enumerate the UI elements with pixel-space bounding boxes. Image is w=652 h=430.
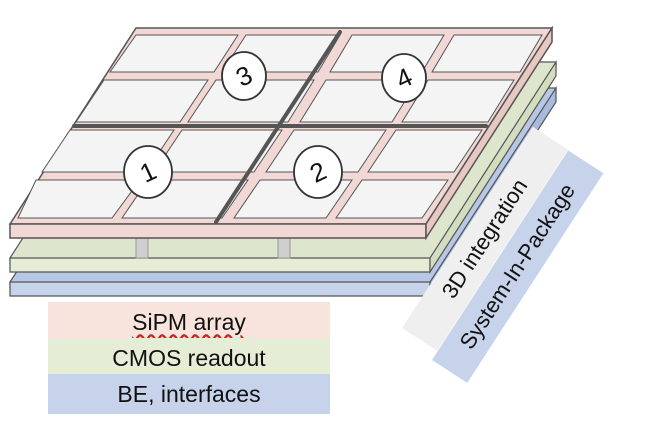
- legend-be-interfaces: BE, interfaces: [48, 374, 330, 414]
- legend-cmos-readout-label: CMOS readout: [112, 344, 266, 371]
- legend-sipm-array-label: SiPM array: [132, 308, 246, 335]
- chip-4: 4: [381, 53, 427, 103]
- legend-sipm-array: SiPM array: [48, 302, 330, 342]
- chip-3: 3: [221, 51, 267, 101]
- legend-cmos-readout: CMOS readout: [48, 338, 330, 378]
- quadrant-dividers: [72, 30, 488, 224]
- chip-1: 1: [123, 145, 173, 199]
- chip-2: 2: [293, 145, 343, 199]
- legend-be-interfaces-label: BE, interfaces: [117, 380, 261, 407]
- sipm-cells: [17, 34, 543, 219]
